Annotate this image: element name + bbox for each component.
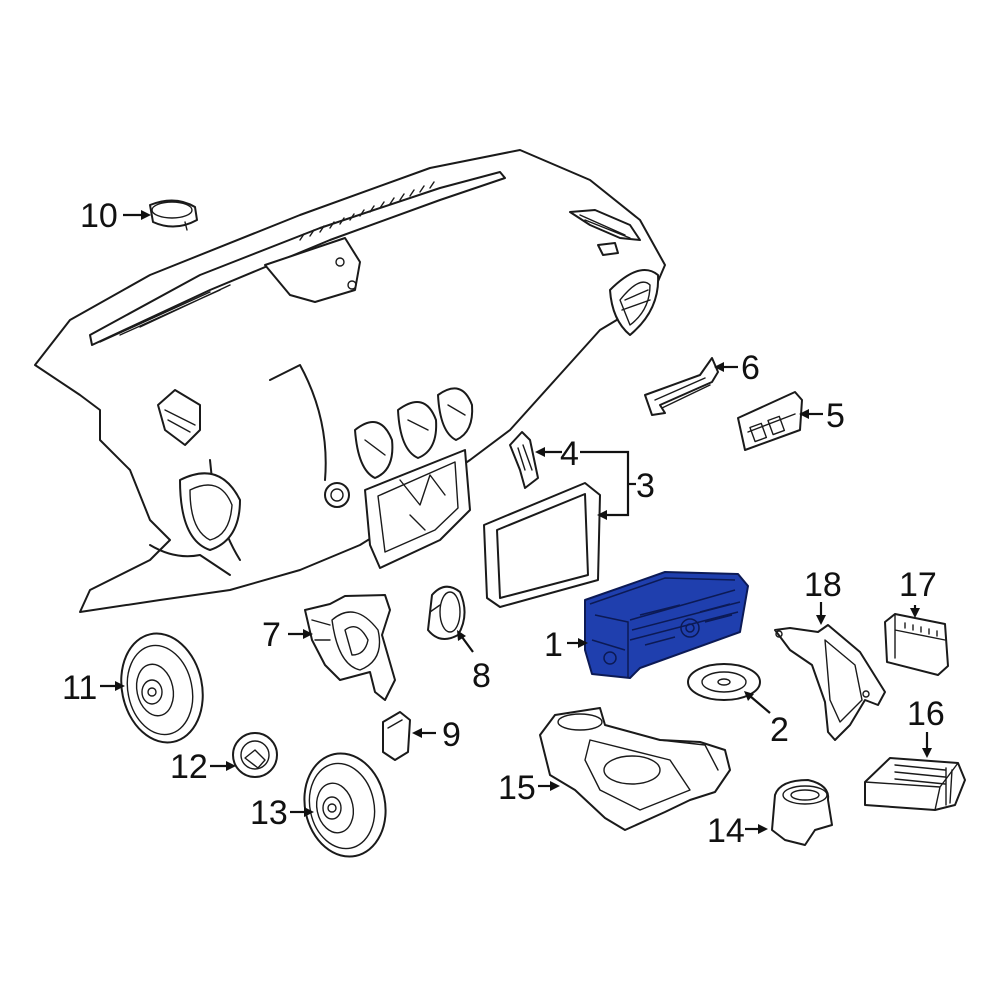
switch-panel-part-5	[737, 391, 803, 451]
callout-7: 7	[262, 616, 281, 654]
callout-12: 12	[170, 748, 208, 786]
callout-9: 9	[442, 716, 461, 754]
callout-16: 16	[907, 695, 945, 733]
callout-15: 15	[498, 769, 536, 807]
callout-5: 5	[826, 397, 845, 435]
tweeter-speaker-part-10	[149, 199, 198, 231]
callout-17: 17	[899, 566, 937, 604]
clip-part-4	[509, 431, 539, 489]
disc-part-2	[687, 663, 761, 701]
callout-2: 2	[770, 711, 789, 749]
callout-4: 4	[560, 435, 579, 473]
control-module-part-7	[304, 594, 396, 701]
speaker-housing-part-15	[539, 707, 731, 831]
radio-unit-part-1	[584, 571, 749, 679]
callout-1: 1	[544, 626, 563, 664]
callout-leaders	[100, 210, 932, 834]
callout-6: 6	[741, 349, 760, 387]
speaker-pod-part-14	[771, 779, 833, 846]
dashboard-panel	[34, 149, 666, 613]
speaker-part-13	[303, 752, 387, 858]
callout-3: 3	[636, 467, 655, 505]
amplifier-part-16	[864, 757, 966, 811]
callout-10: 10	[80, 197, 118, 235]
callout-18: 18	[804, 566, 842, 604]
bracket-part-6	[644, 357, 719, 416]
callout-labels: 10 6 5 4 3 1 2 7 8 9 11 12 13 14 15 16 1…	[62, 197, 945, 850]
knob-part-8	[427, 585, 466, 640]
callout-13: 13	[250, 794, 288, 832]
bracket-part-18	[774, 624, 886, 741]
callout-14: 14	[707, 812, 745, 850]
callout-11: 11	[62, 669, 97, 707]
knob-part-12	[232, 732, 278, 778]
callout-8: 8	[472, 657, 491, 695]
clip-part-9	[382, 711, 411, 761]
module-part-17	[884, 613, 949, 676]
display-screen-part-3	[483, 482, 601, 608]
speaker-part-11	[120, 632, 204, 744]
